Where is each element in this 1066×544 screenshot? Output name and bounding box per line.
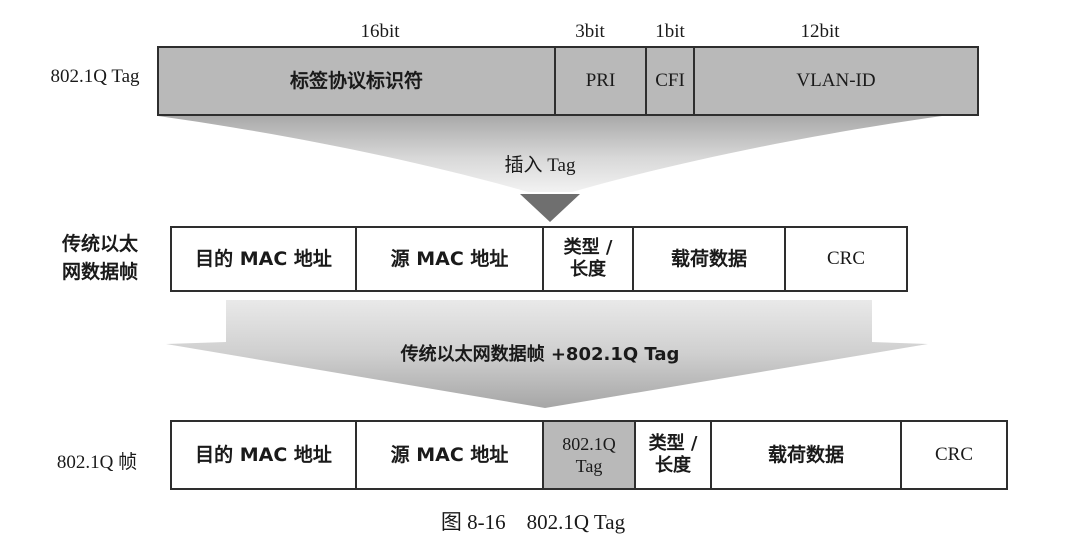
- bit-label-3: 3bit: [575, 21, 605, 42]
- insert-tag-arrow: [158, 116, 942, 222]
- q-type-line1: 类型 /: [648, 433, 698, 454]
- q-dest-mac-field: 目的 MAC 地址: [172, 422, 357, 488]
- legacy-payload-field: 载荷数据: [634, 228, 786, 290]
- legacy-type-line1: 类型 /: [563, 237, 613, 258]
- legacy-frame-row-label: 传统以太 网数据帧: [40, 230, 160, 286]
- merge-label: 传统以太网数据帧 +802.1Q Tag: [360, 340, 720, 366]
- tag-fields-row: 标签协议标识符 PRI CFI VLAN-ID: [157, 46, 979, 116]
- insert-tag-text: 插入 Tag: [504, 155, 576, 176]
- legacy-label-line2: 网数据帧: [61, 261, 138, 283]
- legacy-dest-mac-field: 目的 MAC 地址: [172, 228, 357, 290]
- legacy-type-line2: 长度: [570, 259, 606, 280]
- legacy-crc-field: CRC: [786, 228, 906, 290]
- bit-label-1: 1bit: [655, 21, 685, 42]
- tpid-field: 标签协议标识符: [159, 48, 556, 114]
- legacy-frame-row: 目的 MAC 地址 源 MAC 地址 类型 / 长度 载荷数据 CRC: [170, 226, 908, 292]
- q-crc-field: CRC: [902, 422, 1006, 488]
- bit-label-16: 16bit: [360, 21, 400, 42]
- legacy-type-length-field: 类型 / 长度: [544, 228, 634, 290]
- vlan-id-field: VLAN-ID: [695, 48, 977, 114]
- pri-field: PRI: [556, 48, 647, 114]
- q-tag-line1: 802.1Q: [562, 434, 616, 454]
- q-type-length-field: 类型 / 长度: [636, 422, 712, 488]
- q-tag-field: 802.1Q Tag: [544, 422, 636, 488]
- q-src-mac-field: 源 MAC 地址: [357, 422, 544, 488]
- q-frame-row-label: 802.1Q 帧: [56, 452, 138, 473]
- q-frame-row: 目的 MAC 地址 源 MAC 地址 802.1Q Tag 类型 / 长度 载荷…: [170, 420, 1008, 490]
- legacy-src-mac-field: 源 MAC 地址: [357, 228, 544, 290]
- merge-arrow: [166, 300, 928, 408]
- q-type-line2: 长度: [655, 455, 691, 476]
- legacy-label-line1: 传统以太: [61, 233, 138, 255]
- q-payload-field: 载荷数据: [712, 422, 902, 488]
- bit-label-12: 12bit: [800, 21, 840, 42]
- q-tag-line2: Tag: [575, 456, 603, 476]
- figure-caption: 图 8-16 802.1Q Tag: [440, 510, 626, 534]
- cfi-field: CFI: [647, 48, 695, 114]
- insert-tag-label: 插入 Tag: [470, 150, 610, 177]
- tag-row-label: 802.1Q Tag: [50, 66, 140, 87]
- merge-label-text: 传统以太网数据帧 +802.1Q Tag: [400, 344, 680, 365]
